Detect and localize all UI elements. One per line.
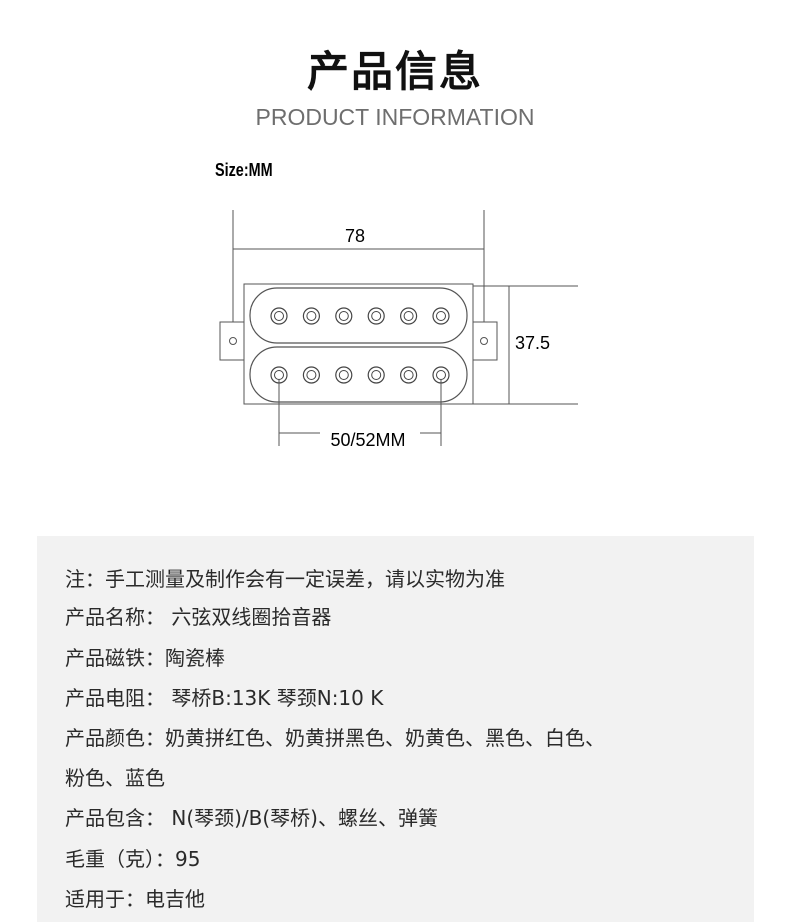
page-title: 产品信息	[306, 47, 483, 96]
size-unit-label: Size:MM	[215, 160, 273, 180]
info-magnet: 产品磁铁：陶瓷棒	[65, 646, 225, 670]
screw-hole-right	[480, 337, 488, 345]
pole-piece-screw	[306, 311, 317, 321]
pole-piece-screw	[274, 370, 284, 380]
width-dim-label: 78	[345, 226, 365, 246]
info-note: 注：手工测量及制作会有一定误差，请以实物为准	[65, 567, 505, 591]
pole-pieces	[270, 307, 450, 384]
pickup-coil-bottom	[249, 346, 468, 403]
pole-piece-screw	[371, 370, 382, 380]
info-product-name: 产品名称： 六弦双线圈拾音器	[65, 605, 332, 629]
info-package-contents: 产品包含： N(琴颈)/B(琴桥)、螺丝、弹簧	[65, 806, 438, 830]
pole-piece-screw	[338, 311, 349, 321]
pole-piece-screw	[403, 311, 414, 321]
pole-span-label: 50/52MM	[330, 430, 405, 450]
product-info-panel: 注：手工测量及制作会有一定误差，请以实物为准 产品名称： 六弦双线圈拾音器 产品…	[37, 536, 754, 922]
info-colors-continued: 粉色、蓝色	[65, 766, 165, 790]
info-colors: 产品颜色：奶黄拼红色、奶黄拼黑色、奶黄色、黑色、白色、	[65, 726, 605, 750]
page-subtitle: PRODUCT INFORMATION	[255, 104, 535, 130]
pole-span-label-bg	[320, 425, 420, 449]
pole-piece-screw	[436, 370, 446, 380]
pole-piece-screw	[338, 370, 349, 380]
info-resistance: 产品电阻： 琴桥B:13K 琴颈N:10 K	[65, 686, 384, 710]
pickup-coil-top	[249, 287, 468, 344]
pole-piece-screw	[403, 370, 414, 380]
pickup-dimension-diagram: 78 37.5 50/52MM	[219, 210, 578, 450]
pole-piece-screw	[274, 311, 284, 321]
pole-piece-screw	[306, 370, 317, 380]
screw-hole-left	[229, 337, 237, 345]
info-applicable-to: 适用于：电吉他	[65, 887, 205, 911]
info-gross-weight: 毛重（克）：95	[65, 847, 201, 871]
pole-piece-screw	[436, 311, 446, 321]
pole-piece-screw	[371, 311, 382, 321]
height-dim-label: 37.5	[515, 333, 550, 353]
